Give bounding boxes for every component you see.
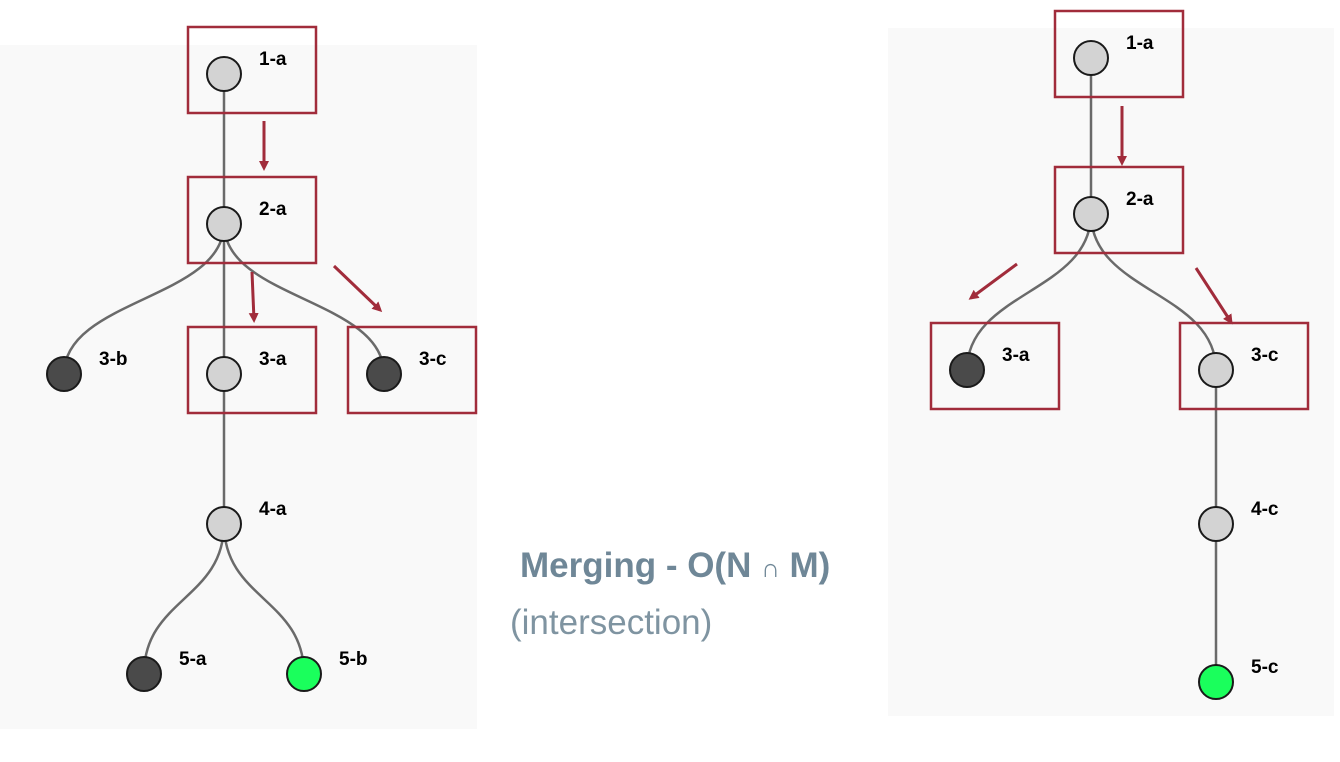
highlight-box-left-3-a xyxy=(186,325,318,415)
traversal-arrow-right-3 xyxy=(1194,267,1233,325)
node-left-3-b xyxy=(46,356,82,392)
node-left-5-a xyxy=(126,656,162,692)
node-label-left-3-c: 3-c xyxy=(419,349,447,370)
highlight-box-right-1-a xyxy=(1053,9,1185,99)
node-label-left-5-a: 5-a xyxy=(179,649,207,670)
node-label-left-3-a: 3-a xyxy=(259,349,287,370)
caption-title: Merging - O(N ∩ M) xyxy=(520,546,830,586)
node-right-1-a xyxy=(1073,40,1109,76)
node-right-2-a xyxy=(1073,196,1109,232)
node-right-5-c xyxy=(1198,664,1234,700)
node-label-left-2-a: 2-a xyxy=(259,199,287,220)
highlight-box-right-2-a xyxy=(1053,165,1185,255)
traversal-arrow-left-3 xyxy=(332,264,383,313)
caption-title-prefix: Merging - O(N xyxy=(520,546,752,585)
edge-left-4-a-5-a xyxy=(142,523,226,675)
node-left-2-a xyxy=(206,206,242,242)
intersection-operator: ∩ xyxy=(761,553,780,583)
node-left-3-a xyxy=(206,356,242,392)
node-left-1-a xyxy=(206,56,242,92)
traversal-arrow-right-2 xyxy=(968,262,1018,300)
node-label-left-5-b: 5-b xyxy=(339,649,368,670)
highlight-box-right-3-c xyxy=(1178,321,1310,411)
node-label-right-4-c: 4-c xyxy=(1251,499,1279,520)
node-right-3-c xyxy=(1198,352,1234,388)
edge-left-2-a-3-c xyxy=(222,223,386,375)
caption-title-suffix: M) xyxy=(789,546,831,585)
node-label-left-4-a: 4-a xyxy=(259,499,287,520)
node-label-left-1-a: 1-a xyxy=(259,49,287,70)
edge-right-2-a-3-a xyxy=(965,213,1093,371)
edge-left-2-a-3-b xyxy=(62,223,226,375)
node-right-4-c xyxy=(1198,506,1234,542)
node-label-right-2-a: 2-a xyxy=(1126,189,1154,210)
node-label-left-3-b: 3-b xyxy=(99,349,128,370)
node-label-right-3-c: 3-c xyxy=(1251,345,1279,366)
node-label-right-3-a: 3-a xyxy=(1002,345,1030,366)
node-left-5-b xyxy=(286,656,322,692)
highlight-box-right-3-a xyxy=(929,321,1061,411)
node-right-3-a xyxy=(949,352,985,388)
node-left-3-c xyxy=(366,356,402,392)
highlight-box-left-1-a xyxy=(186,25,318,115)
highlight-box-left-2-a xyxy=(186,175,318,265)
node-label-right-1-a: 1-a xyxy=(1126,33,1154,54)
highlight-box-left-3-c xyxy=(346,325,478,415)
caption-subtitle: (intersection) xyxy=(510,603,713,642)
edge-right-2-a-3-c xyxy=(1089,213,1218,371)
traversal-arrow-left-2 xyxy=(248,271,259,323)
node-left-4-a xyxy=(206,506,242,542)
left-tree-panel xyxy=(0,45,477,729)
edge-left-4-a-5-b xyxy=(222,523,306,675)
node-label-right-5-c: 5-c xyxy=(1251,657,1279,678)
